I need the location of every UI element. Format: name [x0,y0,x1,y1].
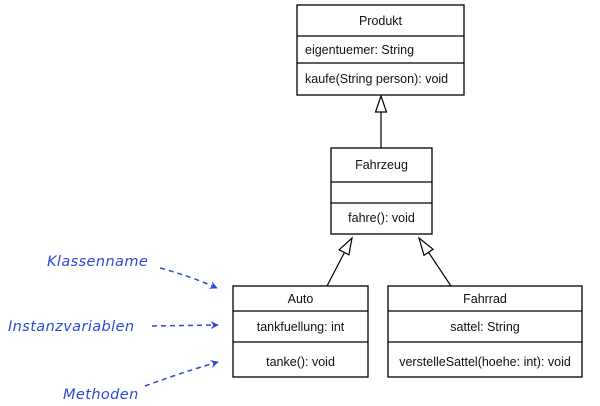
annotation-methods: Methoden [63,360,219,403]
class-name-auto: Auto [288,292,314,306]
method-tanke: tanke(): void [266,355,335,369]
class-auto: Auto tankfuellung: int tanke(): void [232,285,369,378]
class-name-produkt: Produkt [359,14,403,28]
annotation-label-methoden: Methoden [63,387,139,403]
inheritance-fahrzeug-produkt [374,94,388,148]
method-fahre: fahre(): void [348,211,415,225]
inheritance-arrowhead-icon [417,236,435,257]
dashed-arrow-icon [159,267,218,289]
class-name-fahrrad: Fahrrad [463,292,507,306]
attribute-sattel: sattel: String [450,320,520,334]
inheritance-auto-fahrzeug [326,236,353,287]
method-verstelleSattel: verstelleSattel(hoehe: int): void [399,355,571,369]
dashed-arrow-icon [144,360,219,387]
class-produkt: Produkt eigentuemer: String kaufe(String… [296,4,465,96]
class-name-fahrzeug: Fahrzeug [355,158,408,172]
annotation-class-name: Klassenname [47,254,218,289]
annotation-instance-variables: Instanzvariablen [8,319,219,335]
attribute-tankfuellung: tankfuellung: int [257,320,345,334]
annotation-label-instanzvariablen: Instanzvariablen [8,319,134,335]
inheritance-arrowhead-icon [338,236,353,256]
attribute-eigentuemer: eigentuemer: String [305,43,414,57]
class-fahrrad: Fahrrad sattel: String verstelleSattel(h… [387,285,583,378]
method-kaufe: kaufe(String person): void [305,72,448,86]
inheritance-fahrrad-fahrzeug [417,236,452,287]
inheritance-arrowhead-icon [374,94,388,113]
annotation-label-klassenname: Klassenname [47,254,148,270]
class-fahrzeug: Fahrzeug fahre(): void [330,147,433,235]
dashed-arrow-icon [151,321,219,330]
